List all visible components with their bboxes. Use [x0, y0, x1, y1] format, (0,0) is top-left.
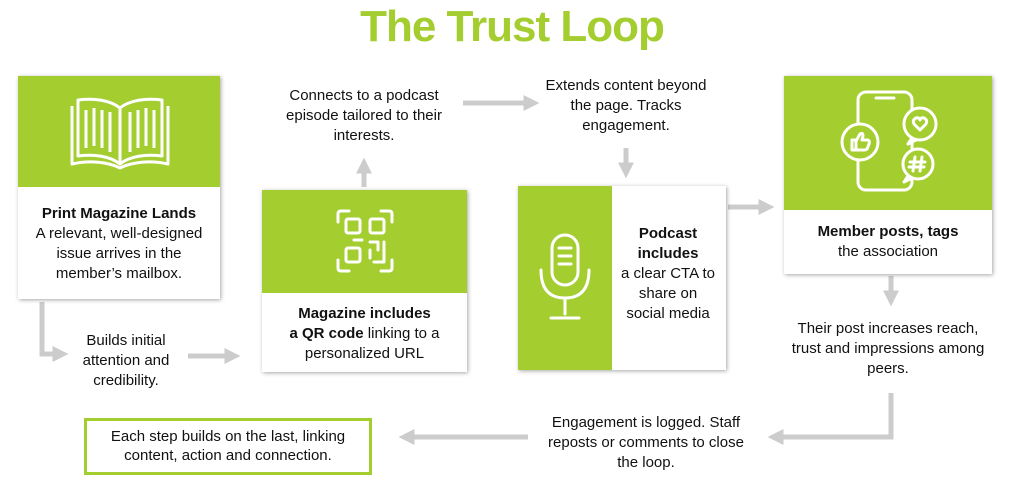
step-card-qr-image	[262, 190, 467, 293]
step-card-podcast-text: Podcast includes a clear CTA to share on…	[618, 224, 718, 324]
step-heading: Member posts, tags	[817, 223, 959, 240]
step-heading: Print Magazine Lands	[41, 205, 197, 222]
summary-box: Each step builds on the last, linking co…	[84, 418, 372, 475]
step-body: the association	[837, 243, 939, 260]
step-body: A relevant, well-designed issue arrives …	[35, 225, 203, 282]
step-card-podcast: Podcast includes a clear CTA to share on…	[518, 186, 726, 370]
microphone-icon	[539, 233, 591, 320]
step-card-member-image	[784, 76, 992, 210]
step-card-print-magazine: Print Magazine Lands A relevant, well-de…	[18, 76, 220, 299]
step-card-member-text: Member posts, tags the association	[790, 222, 986, 262]
step-card-podcast-image	[518, 186, 612, 370]
arrow-reach-to-engagement	[767, 393, 894, 446]
step-heading: Magazine includes	[298, 305, 431, 322]
step-card-qr-text: Magazine includes a QR code linking to a…	[268, 304, 461, 364]
open-book-icon	[70, 97, 170, 170]
caption-engagement-logged: Engagement is logged. Staff reposts or c…	[548, 414, 744, 471]
caption-increases-reach: Their post increases reach, trust and im…	[791, 320, 985, 377]
arrow-print-to-caption	[39, 302, 69, 363]
step-heading-2: a QR code	[289, 325, 364, 342]
page-title: The Trust Loop	[360, 2, 665, 51]
step-body: a clear CTA to share on social media	[621, 265, 715, 322]
caption-builds-attention: Builds initial attention and credibility…	[82, 332, 170, 389]
step-body: linking to a personalized URL	[304, 325, 440, 362]
step-card-print-text: Print Magazine Lands A relevant, well-de…	[26, 204, 212, 284]
qr-code-icon	[336, 209, 394, 273]
step-card-qr-code: Magazine includes a QR code linking to a…	[262, 190, 467, 372]
step-card-print-image	[18, 76, 220, 187]
social-phone-icon	[840, 90, 938, 192]
caption-connects-podcast: Connects to a podcast episode tailored t…	[286, 87, 442, 144]
step-card-member-posts: Member posts, tags the association	[784, 76, 992, 274]
step-heading: Podcast includes	[637, 225, 699, 262]
caption-extends-content: Extends content beyond the page. Tracks …	[545, 77, 707, 134]
